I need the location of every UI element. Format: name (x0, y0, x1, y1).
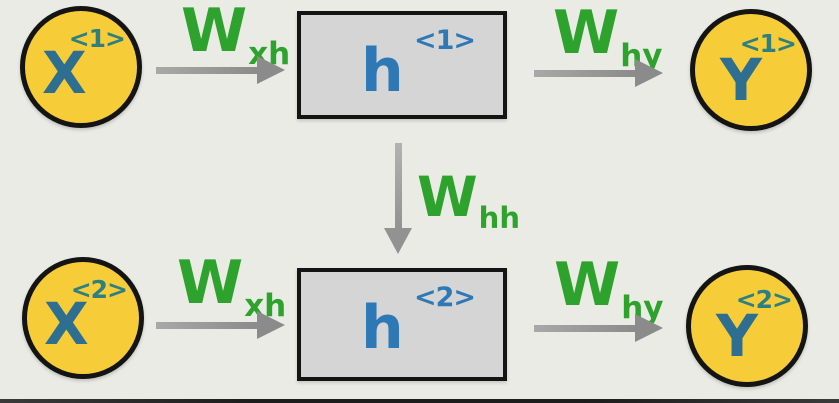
node-timestep-superscript: <2> (414, 282, 476, 313)
output-node-y2: Y <2> (686, 265, 808, 387)
node-label: h (361, 293, 404, 363)
arrow-shaft (534, 325, 636, 332)
node-timestep-superscript: <2> (70, 275, 128, 304)
hidden-state-box-h1: h <1> (297, 11, 507, 119)
arrow-head (257, 311, 285, 339)
weight-label-whh: Whh (417, 165, 520, 235)
arrow-head (384, 228, 412, 254)
weight-label-why-t1: Why (553, 0, 663, 74)
output-node-y1: Y <1> (690, 9, 812, 131)
node-timestep-superscript: <2> (735, 285, 793, 314)
node-label: X (44, 290, 89, 358)
node-timestep-superscript: <1> (68, 24, 126, 53)
arrow-head (635, 59, 663, 87)
arrow-shaft (395, 143, 402, 229)
node-label: X (42, 39, 87, 107)
weight-label-wxh-t2: Wxh (177, 248, 287, 324)
node-timestep-superscript: <1> (414, 25, 476, 56)
arrow-head (635, 314, 663, 342)
node-timestep-superscript: <1> (739, 29, 797, 58)
input-node-x1: X <1> (20, 6, 142, 128)
arrow-shaft (156, 322, 258, 329)
input-node-x2: X <2> (22, 257, 144, 379)
node-label: Y (716, 302, 758, 370)
node-label: h (361, 36, 404, 106)
arrow-shaft (534, 70, 636, 77)
weight-label-why-t2: Why (554, 250, 664, 326)
node-label: Y (720, 46, 762, 114)
bottom-letterbox-bar (0, 399, 839, 403)
weight-label-wxh-t1: Wxh (181, 0, 291, 72)
arrow-shaft (156, 67, 258, 74)
arrow-head (257, 56, 285, 84)
hidden-state-box-h2: h <2> (297, 268, 507, 381)
